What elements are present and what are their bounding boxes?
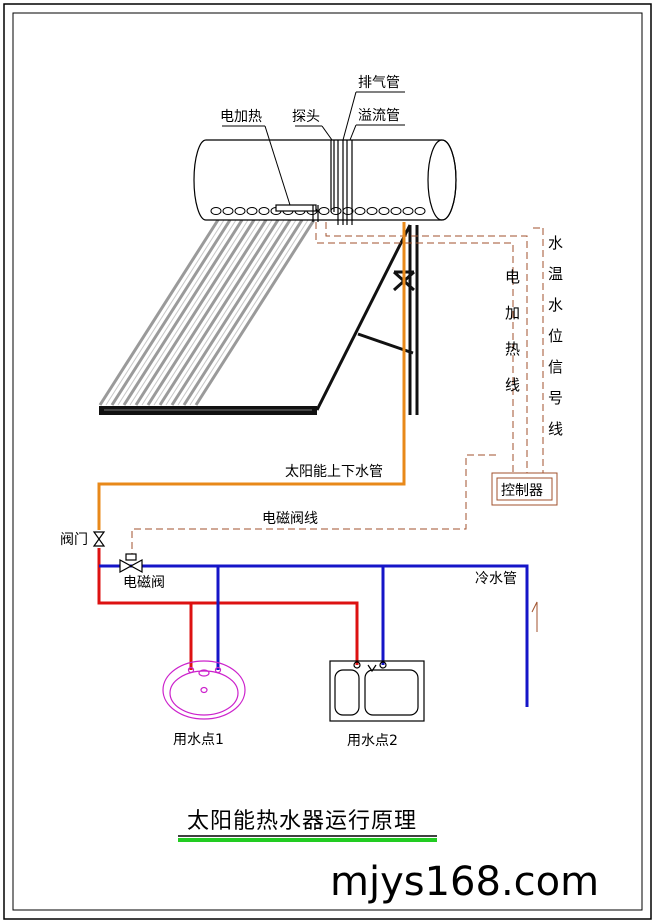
vent-overflow-pipes xyxy=(337,140,353,225)
washbasin-icon xyxy=(162,660,246,720)
watermark: mjys168.com xyxy=(330,859,599,905)
label-electric-heater: 电加热 xyxy=(220,109,262,125)
label-valve: 阀门 xyxy=(60,532,88,548)
svg-text:加: 加 xyxy=(505,304,520,322)
svg-text:水: 水 xyxy=(548,234,563,252)
label-solenoid-valve-wire: 电磁阀线 xyxy=(262,511,318,527)
label-probe: 探头 xyxy=(292,109,320,125)
svg-text:信: 信 xyxy=(548,358,563,376)
inner-frame xyxy=(12,12,643,911)
label-outlet-2: 用水点2 xyxy=(347,733,398,749)
controller-box xyxy=(491,472,558,506)
label-outlet-1: 用水点1 xyxy=(173,732,224,748)
label-leaders xyxy=(222,91,405,206)
label-temp-level-signal-wire: 水 温 水 位 信 号 线 xyxy=(548,234,563,438)
svg-text:热: 热 xyxy=(505,340,520,358)
label-solar-pipe: 太阳能上下水管 xyxy=(285,464,383,480)
solar-pipe xyxy=(97,222,406,530)
label-vent-pipe: 排气管 xyxy=(358,75,400,91)
cold-water-flow-arrow xyxy=(531,601,538,632)
double-sink-icon xyxy=(329,660,425,722)
svg-text:温: 温 xyxy=(548,265,563,283)
collector-tubes xyxy=(98,219,316,406)
cold-water-pipes xyxy=(99,564,529,707)
svg-text:水: 水 xyxy=(548,296,563,314)
support-frame xyxy=(315,224,419,415)
label-controller: 控制器 xyxy=(501,483,543,499)
label-solenoid-valve: 电磁阀 xyxy=(123,575,165,591)
collector-tube-edges xyxy=(105,219,309,406)
svg-text:线: 线 xyxy=(505,376,520,394)
solenoid-valve-icon xyxy=(119,553,143,574)
svg-text:线: 线 xyxy=(548,420,563,438)
water-tank xyxy=(193,139,457,221)
valve-icon xyxy=(92,531,106,547)
signal-wires xyxy=(131,222,544,556)
label-cold-water-pipe: 冷水管 xyxy=(475,571,517,587)
svg-text:位: 位 xyxy=(548,327,563,345)
label-heater-wire: 电 加 热 线 xyxy=(505,268,520,394)
probe-pipe xyxy=(330,140,335,212)
svg-text:电: 电 xyxy=(505,268,520,286)
electric-heater-element xyxy=(275,204,319,222)
diagram-title: 太阳能热水器运行原理 xyxy=(187,809,417,834)
label-overflow-pipe: 溢流管 xyxy=(358,108,400,124)
outer-frame xyxy=(3,3,652,920)
hot-water-pipes xyxy=(97,548,359,670)
svg-text:号: 号 xyxy=(548,389,563,407)
